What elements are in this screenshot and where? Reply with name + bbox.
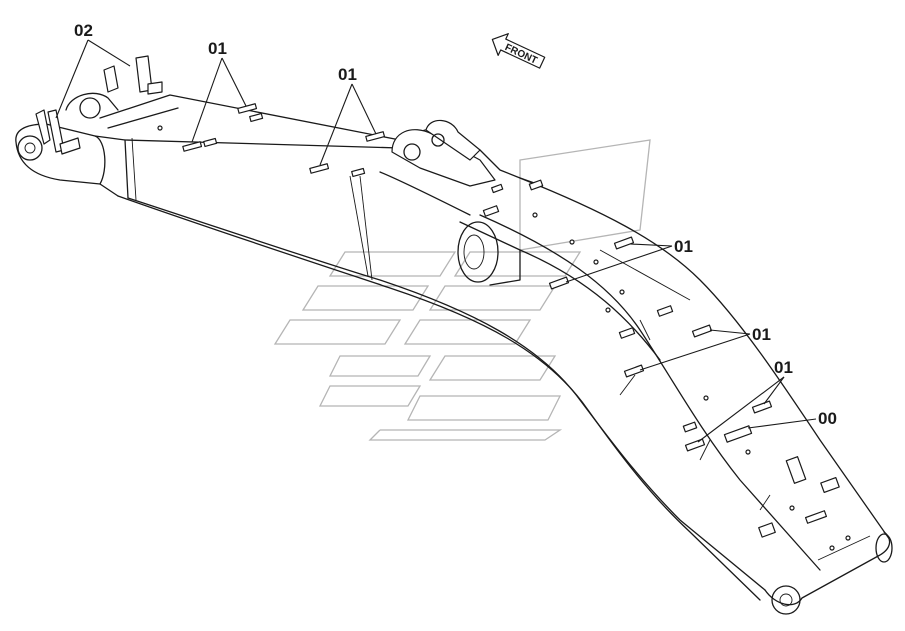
callout-label: 01 — [752, 325, 771, 344]
callout-label: 01 — [774, 358, 793, 377]
callout-01-e: 01 — [697, 358, 793, 443]
callout-label: 02 — [74, 21, 93, 40]
callout-01-a: 01 — [191, 39, 247, 143]
watermark-logo — [273, 139, 651, 441]
callout-01-c: 01 — [565, 237, 693, 283]
callout-label: 01 — [674, 237, 693, 256]
rear-brackets — [35, 55, 163, 155]
callout-01-d: 01 — [639, 325, 771, 371]
callout-label: 01 — [338, 65, 357, 84]
front-direction-arrow: FRONT — [491, 33, 546, 69]
callout-00: 00 — [747, 409, 837, 429]
callout-label: 00 — [818, 409, 837, 428]
callout-01-b: 01 — [319, 65, 377, 166]
callout-label: 01 — [208, 39, 227, 58]
wear-pads — [157, 103, 851, 551]
callout-02: 02 — [55, 21, 131, 119]
center-lug — [391, 119, 496, 187]
